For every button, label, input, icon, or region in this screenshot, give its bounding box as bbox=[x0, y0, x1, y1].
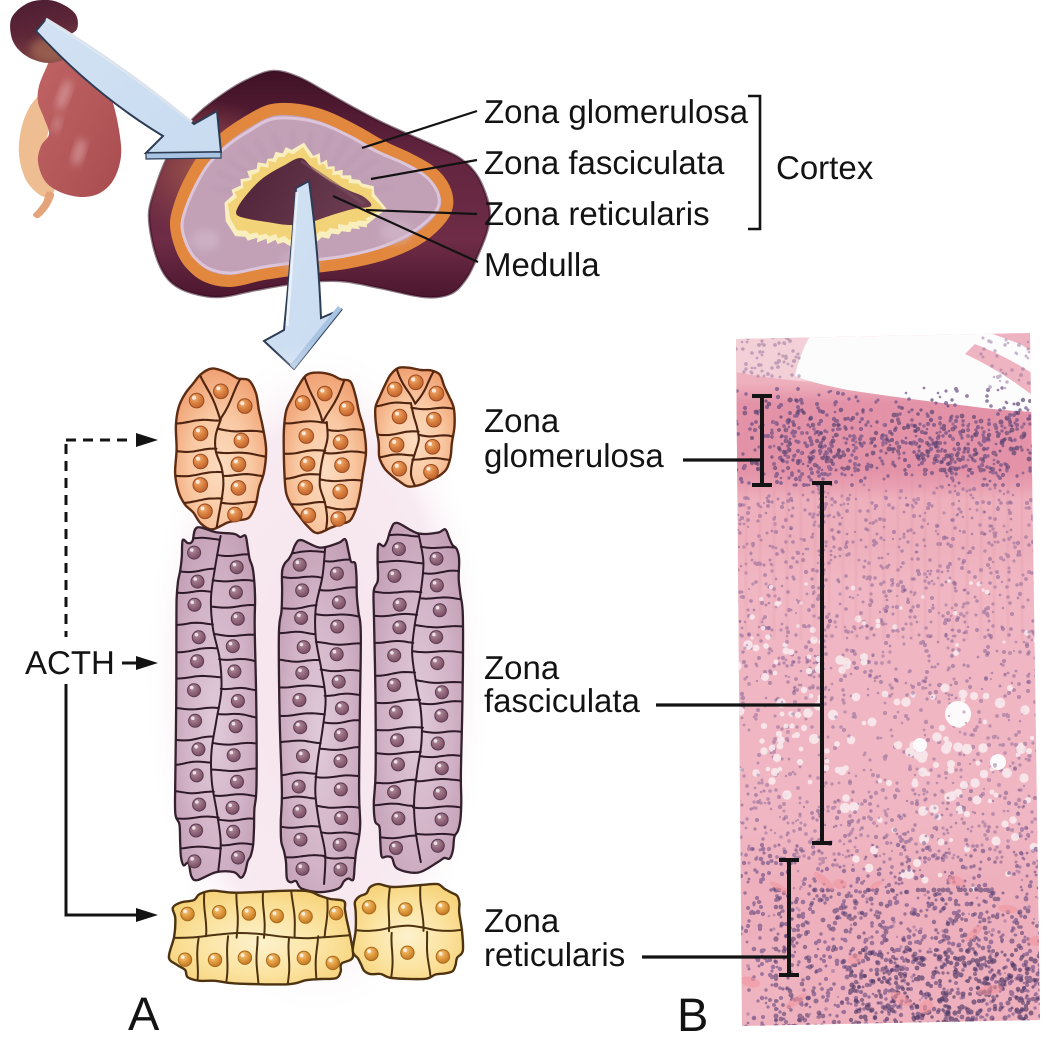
svg-text:Cortex: Cortex bbox=[776, 149, 874, 186]
svg-text:Zona: Zona bbox=[484, 649, 560, 686]
svg-text:Zona: Zona bbox=[484, 402, 560, 439]
svg-text:ACTH: ACTH bbox=[25, 644, 115, 681]
svg-text:Zona fasciculata: Zona fasciculata bbox=[484, 144, 725, 181]
svg-text:Zona: Zona bbox=[484, 902, 560, 939]
svg-text:B: B bbox=[677, 988, 708, 1039]
svg-text:Zona glomerulosa: Zona glomerulosa bbox=[484, 93, 749, 130]
svg-text:Medulla: Medulla bbox=[484, 246, 600, 283]
svg-text:reticularis: reticularis bbox=[484, 936, 625, 973]
svg-text:Zona reticularis: Zona reticularis bbox=[484, 195, 710, 232]
svg-text:A: A bbox=[128, 987, 160, 1039]
svg-text:glomerulosa: glomerulosa bbox=[484, 437, 664, 474]
svg-text:fasciculata: fasciculata bbox=[484, 682, 641, 719]
